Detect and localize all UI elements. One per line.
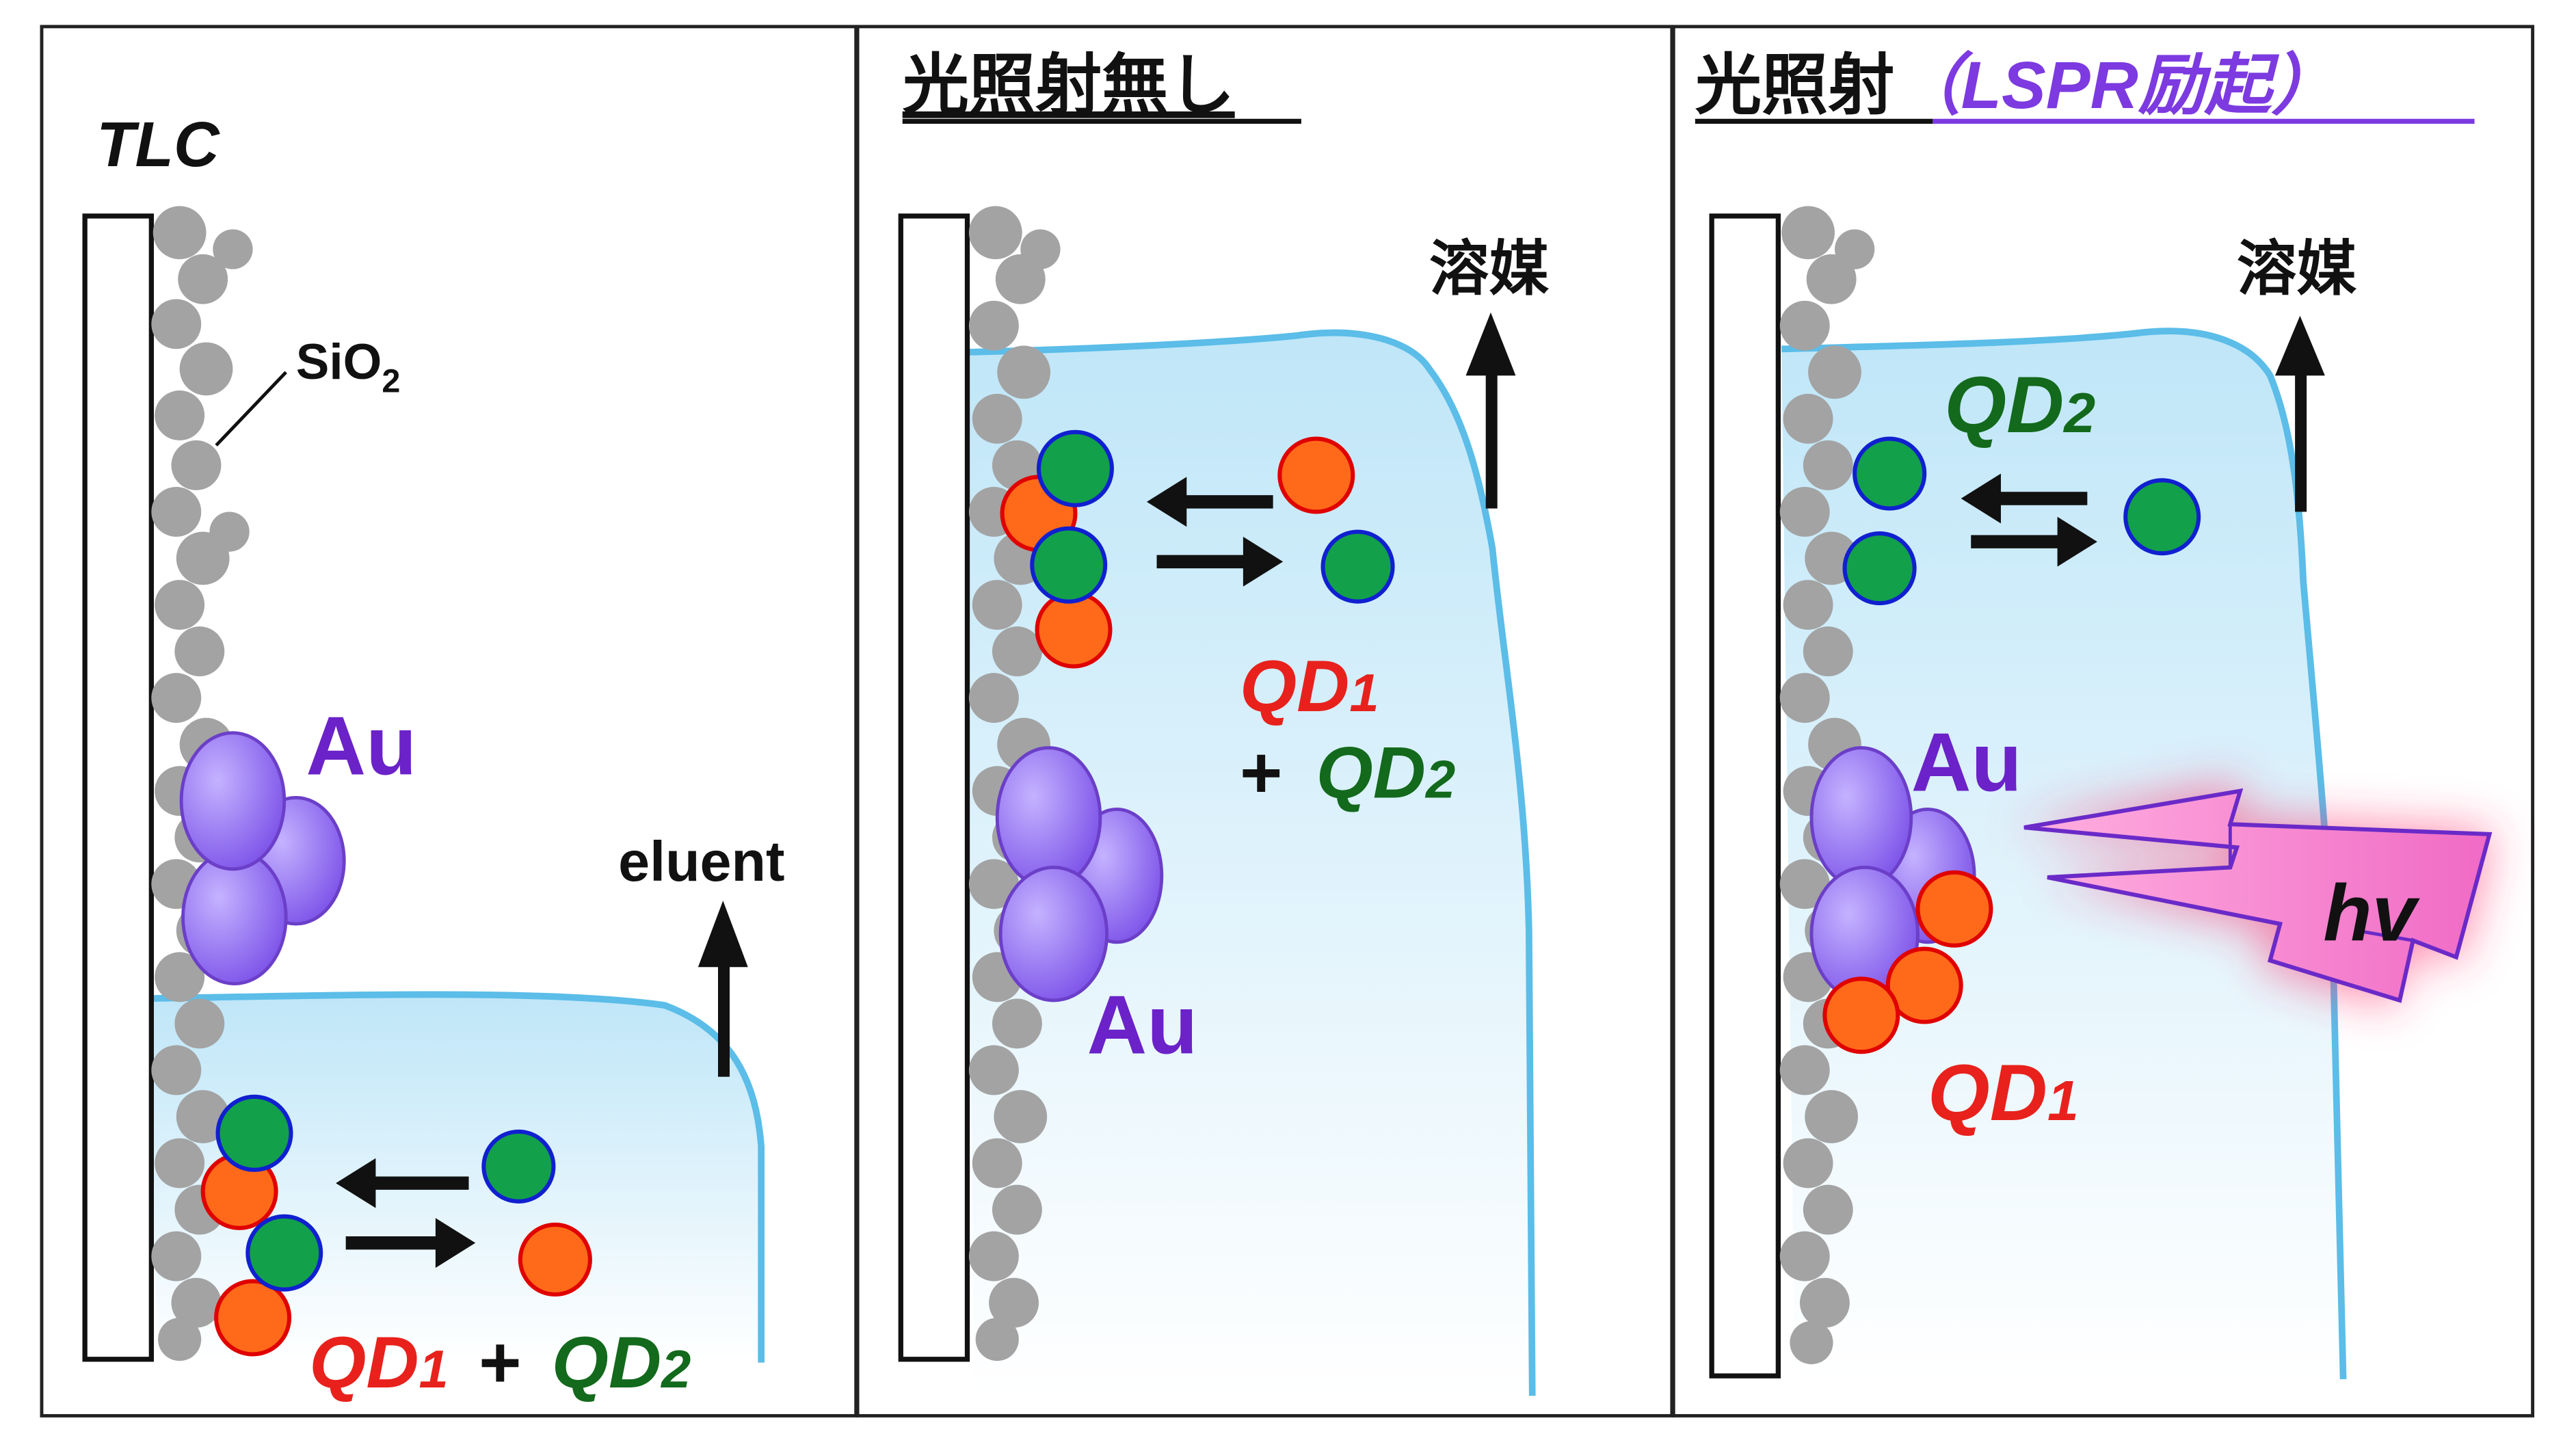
panel-2-solvent-arrow	[1465, 312, 1516, 509]
panel-3-qd2-adsorbed	[1842, 436, 1927, 606]
panel-1-eluent-arrow	[698, 901, 748, 1077]
panel-3-qd1-label: QD1	[1928, 1048, 2079, 1137]
panel-3-qd2-free	[2123, 478, 2201, 556]
panel-1-solvent-front	[140, 991, 765, 1363]
panel-1-qd-legend: QD1 + QD2	[309, 1321, 691, 1403]
panel-2-solvent-label: 溶媒	[1429, 235, 1549, 302]
panel-1-equilibrium-arrows	[336, 1158, 476, 1268]
panel-3-solvent-front	[1781, 328, 2347, 1380]
panel-3-equilibrium-arrows	[1961, 473, 2097, 567]
panel-3-light-label: hv	[2323, 868, 2420, 957]
panel-3: 光照射（LSPR励起） 溶媒 QD2 Au hv QD1	[1695, 48, 2493, 1380]
panel-2-solvent	[964, 332, 1529, 1396]
panel-1: TLC SiO2 Au eluent QD1 + QD2	[82, 109, 784, 1403]
panel-2-qd-free	[1277, 436, 1395, 604]
panel-2-tlc-plate	[898, 213, 970, 1362]
panel-1-au-cluster	[179, 731, 346, 986]
panel-2-au-label: Au	[1087, 979, 1197, 1072]
panel-2-qd-adsorbed	[1000, 429, 1114, 669]
panel-3-frame	[1671, 25, 2535, 1418]
panel-2-equilibrium-arrows	[1146, 477, 1284, 587]
panel-3-qd2-label: QD2	[1944, 360, 2095, 449]
panel-1-eluent-label: eluent	[618, 829, 784, 893]
panel-2-qd2-label: + QD2	[1240, 731, 1455, 813]
panel-3-solvent-arrow	[2274, 315, 2325, 512]
panel-3-solvent	[1781, 331, 2343, 1379]
panel-1-sio2-layer	[151, 206, 253, 1361]
panel-1-tlc-plate	[82, 213, 154, 1362]
panel-2: 光照射無し 溶媒 Au QD1 + QD2	[898, 48, 1550, 1396]
panel-2-title: 光照射無し	[903, 48, 1235, 122]
panel-3-title: 光照射（LSPR励起）	[1695, 48, 2338, 122]
panel-2-solvent-front	[964, 329, 1536, 1396]
panel-1-sio2-pointer	[215, 371, 287, 447]
panel-1-title: TLC	[96, 109, 220, 180]
panel-3-solvent-label: 溶媒	[2237, 235, 2356, 302]
panel-3-qd1-adsorbed	[1822, 870, 1993, 1054]
panel-1-qd-free	[481, 1129, 592, 1297]
panel-3-light-hv	[2010, 781, 2493, 1007]
panel-2-au-cluster	[995, 746, 1164, 1002]
panel-2-qd1-label: QD1	[1240, 645, 1379, 727]
panel-3-au-label: Au	[1911, 716, 2022, 809]
panel-3-tlc-plate	[1709, 213, 1781, 1379]
panel-1-sio2-label: SiO2	[296, 334, 401, 399]
panel-1-au-label: Au	[306, 699, 416, 792]
panel-1-qd-adsorbed	[200, 1094, 323, 1357]
